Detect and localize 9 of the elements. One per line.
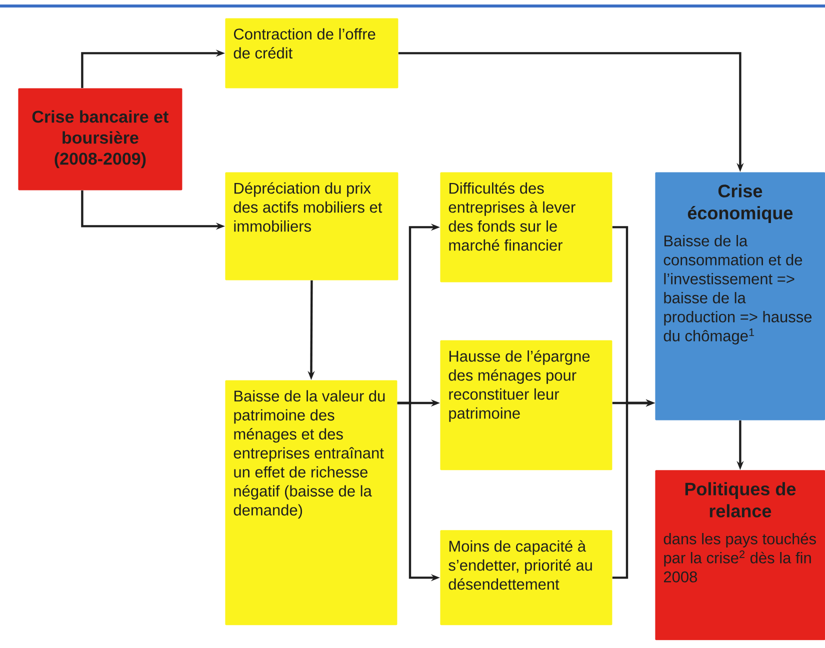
process-box: Moins de capacité à s’endetter, priorité au désendettement	[440, 530, 612, 626]
process-box: Difficultés des entreprises à lever des fonds sur le marché financier	[440, 172, 612, 282]
outcome-box: Politiques de relance dans les pays touchés par la crise$^{2}$ dès la fin 2008	[655, 470, 825, 640]
start-box: Crise bancaire et boursière (2008-2009)	[18, 88, 182, 190]
outcome-box: Crise économique Baisse de la consommation et de l’investissement => baisse de la production => hausse du chômage$^{1}$	[655, 172, 825, 420]
process-box: Baisse de la valeur du patrimoine des ménages et des entreprises entraînant un effet de richesse négatif (baisse de la demande)	[225, 380, 398, 626]
process-box: Contraction de l’offre de crédit	[225, 18, 398, 88]
process-box: Hausse de l’épargne des ménages pour reconstituer leur patrimoine	[440, 340, 612, 470]
process-box: Dépréciation du prix des actifs mobiliers et immobiliers	[225, 172, 398, 280]
